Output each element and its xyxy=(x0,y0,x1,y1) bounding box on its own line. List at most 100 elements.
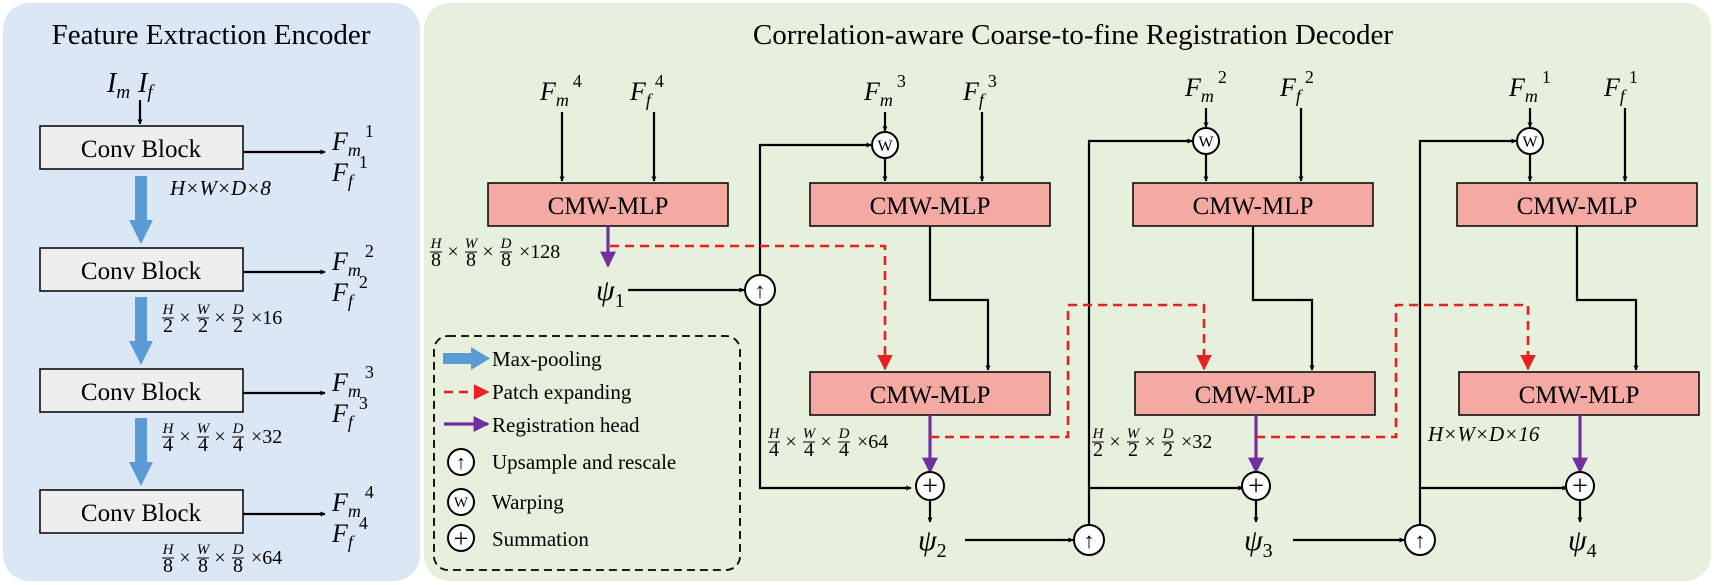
cmw-mlp-bottom-3: CMW-MLP xyxy=(1134,371,1376,416)
decoder-feature-fm-2: Fm2 xyxy=(1184,67,1227,106)
dim-channels: ×128 xyxy=(519,241,560,263)
patch-expand-3 xyxy=(1256,303,1536,439)
dim-num-d: D xyxy=(500,236,512,252)
cmw-mlp-bottom-2: CMW-MLP xyxy=(809,371,1051,416)
dim-times: × xyxy=(179,307,190,329)
warp-circle-3: W xyxy=(1516,127,1544,155)
cmw-mlp-top-3: CMW-MLP xyxy=(1132,182,1374,227)
dim-times: × xyxy=(447,241,458,263)
dim-den: 4 xyxy=(233,434,243,456)
svg-text:W: W xyxy=(877,138,893,155)
dim-channels: ×64 xyxy=(857,431,888,453)
legend-border xyxy=(433,335,741,571)
legend-warp-icon: W xyxy=(447,488,475,516)
decoder-feature-fm-3: Fm3 xyxy=(863,71,906,110)
dim-times: × xyxy=(482,241,493,263)
decoder-feature-fm-1: Fm1 xyxy=(1508,67,1551,106)
dim-num-h: H xyxy=(768,426,781,442)
decoder-dim-1: H8×W8×D8×128 xyxy=(430,236,561,271)
decoder-background xyxy=(424,3,1711,581)
psi-1: ψ1 xyxy=(596,274,625,312)
legend-upsample-label: Upsample and rescale xyxy=(492,450,676,474)
dim-den: 8 xyxy=(431,249,441,271)
sum-circle-3: + xyxy=(1565,471,1595,502)
dim-times: × xyxy=(1144,431,1155,453)
svg-text:CMW-MLP: CMW-MLP xyxy=(1195,382,1316,409)
dim-channels: ×64 xyxy=(251,547,282,569)
dim-den: 8 xyxy=(233,555,243,577)
dim-den: 2 xyxy=(198,315,208,337)
maxpool-arrow-3 xyxy=(129,418,153,486)
encoder-features-1: Fm1 Ff1 xyxy=(331,121,374,191)
legend-upsample-icon: ↑ xyxy=(447,448,475,476)
decoder-feature-fm-4: Fm4 xyxy=(539,71,582,110)
svg-text:Conv Block: Conv Block xyxy=(81,500,202,527)
dim-times: × xyxy=(179,547,190,569)
legend-sum-label: Summation xyxy=(492,527,589,551)
decoder-feature-ff-4: Ff4 xyxy=(629,71,664,110)
svg-text:Ff2: Ff2 xyxy=(331,272,368,311)
svg-text:CMW-MLP: CMW-MLP xyxy=(548,193,669,220)
dim-channels: ×16 xyxy=(251,307,282,329)
dim-den: 8 xyxy=(198,555,208,577)
conv-block-4: Conv Block xyxy=(39,489,244,534)
svg-text:Ff4: Ff4 xyxy=(331,513,368,552)
svg-text:CMW-MLP: CMW-MLP xyxy=(1519,382,1640,409)
dim-num-h: H xyxy=(430,236,443,252)
dim-den: 8 xyxy=(466,249,476,271)
sum-circle-1: + xyxy=(915,471,945,502)
upsample-loop-3 xyxy=(1418,138,1517,525)
legend: Max-pooling Patch expanding Registration… xyxy=(433,335,741,571)
cmw-mlp-top-1: CMW-MLP xyxy=(487,182,729,227)
dim-num-h: H xyxy=(162,302,175,318)
svg-text:+: + xyxy=(922,471,938,502)
svg-text:Fm1: Fm1 xyxy=(331,121,374,160)
decoder-dim-2: H4×W4×D4×64 xyxy=(768,426,889,461)
legend-patch-label: Patch expanding xyxy=(492,380,632,404)
dim-den: 8 xyxy=(501,249,511,271)
dim-den: 2 xyxy=(1163,439,1173,461)
encoder-dim-1: H×W×D×8 xyxy=(169,176,271,200)
dim-num-w: W xyxy=(465,236,479,252)
svg-text:Fm3: Fm3 xyxy=(331,362,374,401)
decoder-title: Correlation-aware Coarse-to-fine Registr… xyxy=(753,19,1393,51)
dim-num-w: W xyxy=(197,421,211,437)
svg-text:+: + xyxy=(454,524,469,553)
dim-den: 8 xyxy=(163,555,173,577)
dim-den: 2 xyxy=(1128,439,1138,461)
upsample-circle-2: ↑ xyxy=(1073,524,1105,556)
encoder-dim-2: H2×W2×D2×16 xyxy=(162,302,283,337)
dim-den: 4 xyxy=(163,434,173,456)
decoder-dim-3: H2×W2×D2×32 xyxy=(1092,426,1213,461)
svg-text:CMW-MLP: CMW-MLP xyxy=(870,193,991,220)
dim-channels: ×32 xyxy=(251,426,282,448)
dim-num-w: W xyxy=(1127,426,1141,442)
svg-text:W: W xyxy=(454,495,469,511)
decoder-panel: Correlation-aware Coarse-to-fine Registr… xyxy=(424,3,1711,581)
conv-block-2: Conv Block xyxy=(39,247,244,292)
decoder-feature-ff-1: Ff1 xyxy=(1603,67,1638,106)
svg-text:+: + xyxy=(1572,471,1588,502)
psi-4: ψ4 xyxy=(1568,524,1597,562)
cmw-mlp-top-4: CMW-MLP xyxy=(1456,182,1698,227)
dim-channels: ×32 xyxy=(1181,431,1212,453)
svg-text:↑: ↑ xyxy=(1084,528,1095,553)
decoder-feature-ff-2: Ff2 xyxy=(1279,67,1314,106)
encoder-features-3: Fm3 Ff3 xyxy=(331,362,374,432)
svg-text:Ff3: Ff3 xyxy=(331,393,368,432)
dim-times: × xyxy=(785,431,796,453)
dim-den: 4 xyxy=(804,439,814,461)
svg-text:Conv Block: Conv Block xyxy=(81,258,202,285)
dim-times: × xyxy=(214,426,225,448)
dim-num-d: D xyxy=(1162,426,1174,442)
legend-maxpool-swatch xyxy=(443,347,490,370)
legend-reghead-label: Registration head xyxy=(492,413,640,437)
dim-num-h: H xyxy=(162,542,175,558)
maxpool-arrow-2 xyxy=(129,297,153,365)
svg-text:Fm2: Fm2 xyxy=(331,241,374,280)
maxpool-arrow-1 xyxy=(129,176,153,244)
dim-num-h: H xyxy=(1092,426,1105,442)
dim-num-d: D xyxy=(232,302,244,318)
